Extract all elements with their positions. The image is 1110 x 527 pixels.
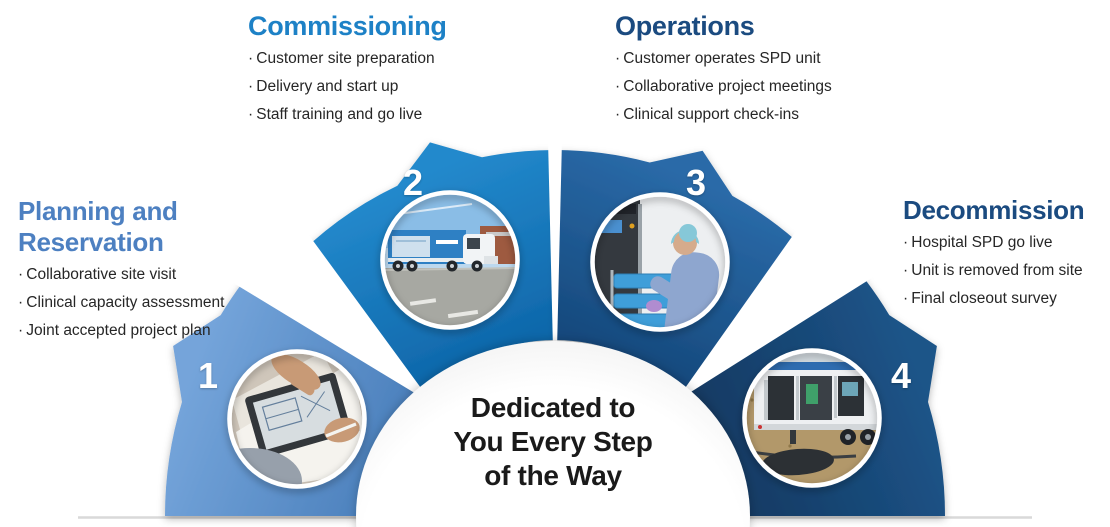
step-2-photo-ring (380, 190, 520, 330)
title-line: Reservation (18, 227, 164, 257)
bullet-item: Collaborative site visit (18, 266, 258, 283)
title-line: Operations (615, 11, 755, 41)
step-1-number-badge: 1 (197, 355, 219, 396)
bullet-item: Clinical capacity assessment (18, 294, 258, 311)
step-1-text-block: Planning and Reservation Collaborative s… (18, 196, 258, 350)
title-line: Commissioning (248, 11, 447, 41)
step-2-title: Commissioning (248, 11, 498, 42)
segment-divider (546, 80, 564, 350)
step-1-title: Planning and Reservation (18, 196, 258, 258)
segment-divider (200, 184, 433, 404)
center-message: Dedicated to You Every Step of the Way (398, 391, 708, 493)
title-line: Decommission (903, 195, 1085, 225)
bullet-item: Collaborative project meetings (615, 78, 875, 95)
step-3-text-block: Operations Customer operates SPD unit Co… (615, 11, 875, 134)
bullet-item: Clinical support check-ins (615, 106, 875, 123)
step-4-photo-ring (742, 348, 882, 488)
step-4-text-block: Decommission Hospital SPD go live Unit i… (903, 195, 1110, 318)
step-4-bullets: Hospital SPD go live Unit is removed fro… (903, 234, 1110, 307)
step-2-bullets: Customer site preparation Delivery and s… (248, 50, 498, 123)
trailer-removal-photo (746, 352, 878, 484)
bullet-item: Final closeout survey (903, 290, 1110, 307)
center-message-line: Dedicated to (470, 392, 636, 423)
bullet-item: Delivery and start up (248, 78, 498, 95)
step-1-photo-ring (227, 349, 367, 489)
bullet-item: Unit is removed from site (903, 262, 1110, 279)
step-4-number-badge: 4 (890, 355, 912, 396)
step-2-number-badge: 2 (402, 162, 424, 203)
bullet-item: Staff training and go live (248, 106, 498, 123)
center-message-line: of the Way (484, 460, 622, 491)
center-dome (356, 341, 750, 527)
step-3-title: Operations (615, 11, 875, 42)
center-message-line: You Every Step (453, 426, 653, 457)
step-4-title: Decommission (903, 195, 1110, 226)
bullet-item: Customer site preparation (248, 50, 498, 67)
step-3-number-badge: 3 (685, 162, 707, 203)
bullet-item: Customer operates SPD unit (615, 50, 875, 67)
step-1-bullets: Collaborative site visit Clinical capaci… (18, 266, 258, 339)
title-line: Planning and (18, 196, 178, 226)
segment-divider (675, 179, 906, 402)
bullet-item: Joint accepted project plan (18, 322, 258, 339)
step-3-photo-ring (590, 192, 730, 332)
step-3-bullets: Customer operates SPD unit Collaborative… (615, 50, 875, 123)
bullet-item: Hospital SPD go live (903, 234, 1110, 251)
step-2-text-block: Commissioning Customer site preparation … (248, 11, 498, 134)
